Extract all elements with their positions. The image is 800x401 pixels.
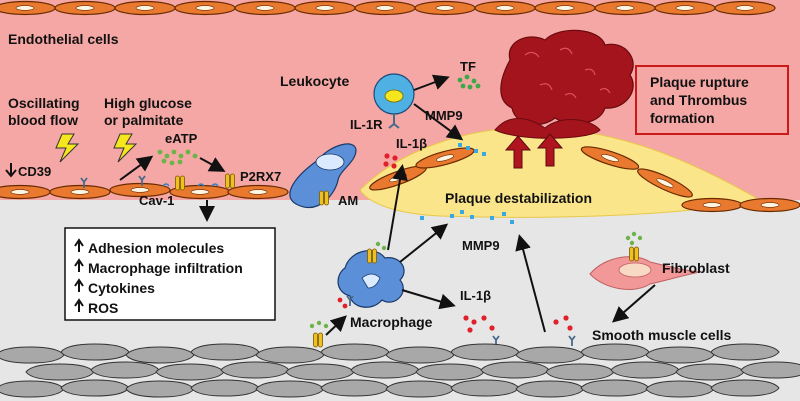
effect-item: ROS bbox=[88, 300, 118, 316]
oscillating-line-1: Oscillating bbox=[8, 95, 80, 111]
eatp-dots bbox=[625, 231, 643, 246]
effect-item: Cytokines bbox=[88, 280, 155, 296]
arrow-up-icon bbox=[504, 133, 564, 169]
arrow bbox=[611, 284, 656, 323]
tf-label: TF bbox=[460, 59, 476, 74]
eatp-label: eATP bbox=[165, 131, 198, 146]
fibroblast-nucleus bbox=[618, 262, 652, 278]
mmp9-mid-label: MMP9 bbox=[462, 238, 500, 253]
am-nucleus bbox=[315, 153, 345, 171]
arrow-up-icon bbox=[74, 238, 84, 252]
receptor-icon bbox=[388, 114, 400, 129]
effects-box bbox=[64, 227, 276, 321]
plaque-destab-label: Plaque destabilization bbox=[445, 190, 592, 206]
arrow-up-icon bbox=[74, 298, 84, 312]
il1b-dots bbox=[463, 315, 495, 333]
eatp-dots bbox=[157, 149, 198, 166]
cav1-label: Cav-1 bbox=[139, 193, 174, 208]
arrow-up-icon bbox=[74, 258, 84, 272]
arrow bbox=[401, 289, 456, 310]
oscillating-line-2: blood flow bbox=[8, 112, 78, 128]
rupture-line-3: formation bbox=[650, 110, 715, 126]
am-label: AM bbox=[338, 193, 358, 208]
lightning-icon bbox=[55, 133, 80, 163]
smooth-muscle-layer bbox=[0, 343, 800, 398]
eatp-dots bbox=[309, 320, 329, 329]
effect-item: Macrophage infiltration bbox=[88, 260, 243, 276]
glucose-line-1: High glucose bbox=[104, 95, 192, 111]
arrow bbox=[399, 223, 449, 263]
effect-item: Adhesion molecules bbox=[88, 240, 224, 256]
arrow bbox=[119, 155, 154, 181]
down-arrow-icon bbox=[5, 163, 17, 178]
rupture-line-1: Plaque rupture bbox=[650, 74, 749, 90]
arrow bbox=[387, 164, 408, 251]
mmp9-dots bbox=[420, 210, 514, 224]
il1b-low-label: IL-1β bbox=[460, 288, 491, 303]
macrophage-nucleus bbox=[361, 273, 381, 289]
fibroblast-label: Fibroblast bbox=[662, 260, 730, 276]
arrow bbox=[413, 103, 464, 141]
mmp9-dots bbox=[458, 143, 486, 156]
cd39-label: CD39 bbox=[18, 164, 51, 179]
il1r-label: IL-1R bbox=[350, 117, 383, 132]
leukocyte-nucleus bbox=[384, 89, 404, 103]
smc-label: Smooth muscle cells bbox=[592, 327, 731, 343]
il1b-dots bbox=[553, 315, 573, 331]
endothelial-label: Endothelial cells bbox=[8, 31, 119, 47]
tf-dots bbox=[457, 74, 481, 90]
p2rx7-label: P2RX7 bbox=[240, 169, 281, 184]
eatp-dots bbox=[375, 241, 387, 251]
il1b-top-label: IL-1β bbox=[396, 136, 427, 151]
effects-list: Adhesion molecules Macrophage infiltrati… bbox=[74, 238, 243, 316]
il1b-dots bbox=[337, 297, 348, 309]
rupture-line-2: and Thrombus bbox=[650, 92, 747, 108]
glucose-line-2: or palmitate bbox=[104, 112, 184, 128]
cav1-marks bbox=[162, 183, 219, 187]
macrophage-label: Macrophage bbox=[350, 314, 433, 330]
lightning-icon bbox=[113, 133, 138, 163]
rupture-box bbox=[635, 65, 789, 135]
arrow bbox=[199, 157, 226, 172]
arrow-up-icon bbox=[74, 278, 84, 292]
arrow bbox=[325, 315, 347, 336]
arrow bbox=[515, 234, 546, 333]
leukocyte-label: Leukocyte bbox=[280, 73, 349, 89]
arrow bbox=[413, 74, 450, 91]
thrombus bbox=[494, 29, 634, 139]
